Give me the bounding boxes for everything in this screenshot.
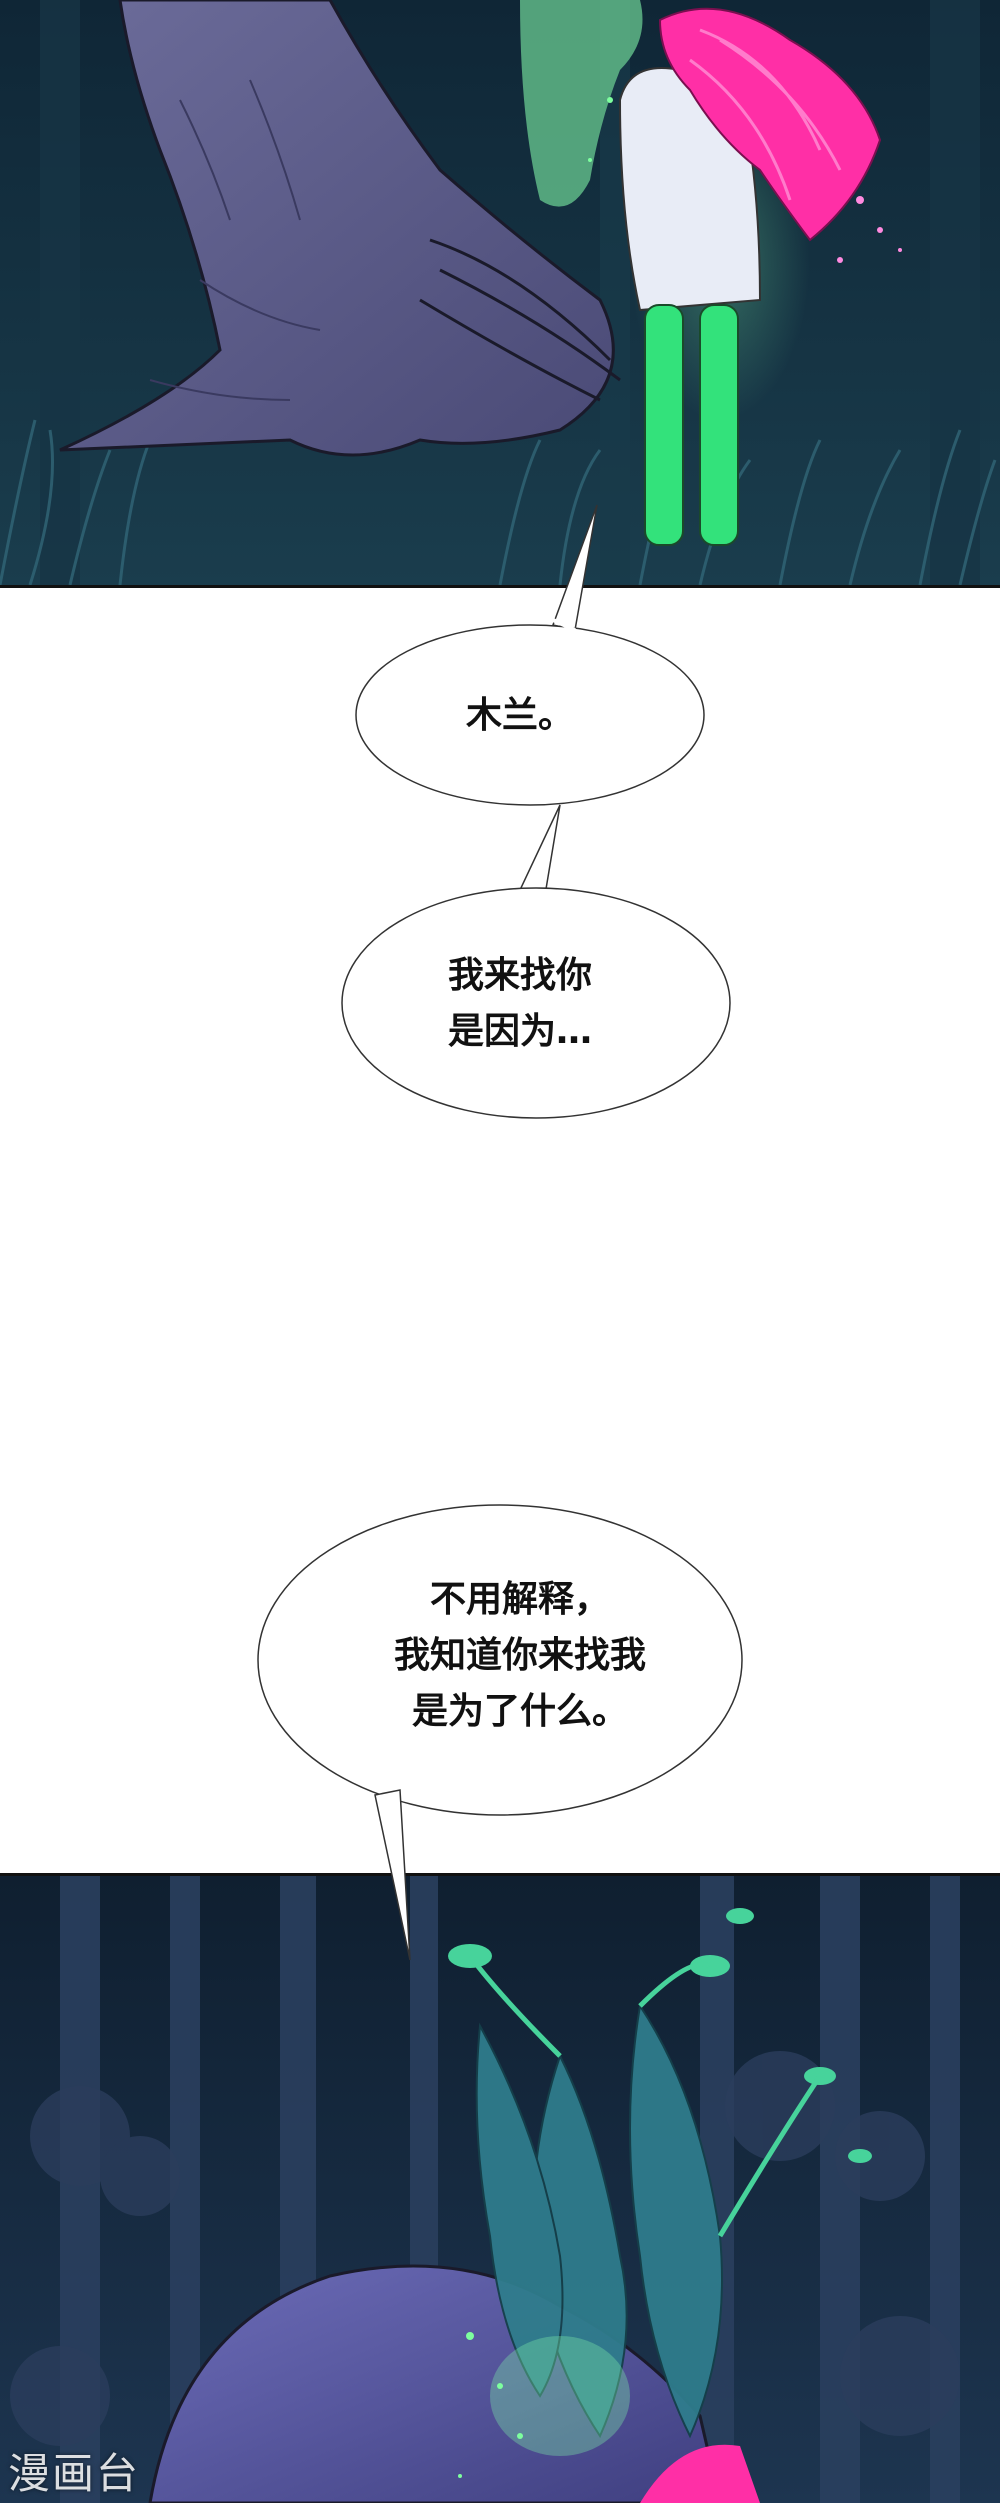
comic-panel-bottom <box>0 1873 1000 2503</box>
bubble-2-tail <box>518 804 561 896</box>
watermark-logo: 漫画台 <box>8 2449 141 2498</box>
bubble-2-text: 我来找你 是因为… <box>447 955 592 1052</box>
forest-scene-bottom <box>0 1876 1000 2503</box>
forest-scene-top <box>0 0 1000 585</box>
comic-panel-top <box>0 0 1000 588</box>
bubble-1-text: 木兰。 <box>465 695 574 736</box>
bubble-3-text: 不用解释， 我知道你来找我 是为了什么。 <box>393 1579 646 1732</box>
